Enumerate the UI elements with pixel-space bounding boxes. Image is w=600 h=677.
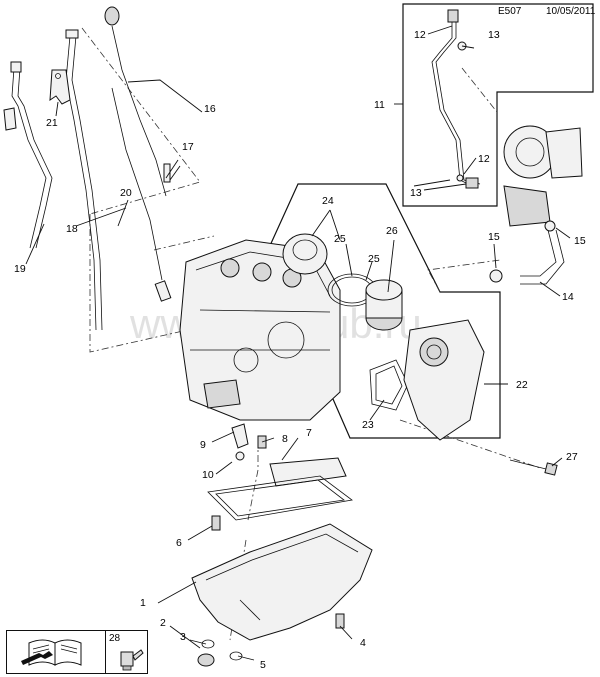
oil-filter-housing-22 [403,319,485,441]
callout-21: 21 [46,117,58,129]
callout-1: 1 [140,597,146,609]
callout-7: 7 [306,427,312,439]
callout-25b: 25 [368,253,380,265]
dipstick-tube-18 [65,29,103,331]
turbocharger [503,125,583,227]
dash-line-f [399,419,541,469]
engine-block [179,239,341,421]
oil-filter-element-26 [365,279,403,331]
dipstick-tube-19 [3,61,53,249]
oil-level-sensor-9 [231,423,249,461]
callout-3: 3 [180,631,186,643]
bolt-6 [211,515,221,531]
oil-baffle-7 [269,457,347,487]
oil-feed-pipe-11 [431,9,481,189]
gasket-23 [369,359,409,411]
sealant-tube-icon [120,649,144,671]
callout-9: 9 [200,439,206,451]
callout-6: 6 [176,537,182,549]
dash-line-g [247,440,259,521]
callout-15b: 15 [574,235,586,247]
callout-12: 12 [414,29,426,41]
dash-line-e [427,259,501,293]
callout-5: 5 [260,659,266,671]
bracket-21 [49,69,71,105]
callout-18: 18 [66,223,78,235]
oil-filter-cap-24 [282,233,328,275]
callout-12b: 12 [478,153,490,165]
legend-number: 28 [109,633,121,644]
callout-23: 23 [362,419,374,431]
callout-13b: 13 [410,187,422,199]
callout-22: 22 [516,379,528,391]
callout-10: 10 [202,469,214,481]
dipstick-20 [111,87,172,302]
dash-line-c [153,235,215,251]
oil-return-hose-14 [489,220,565,285]
legend-divider [105,631,106,673]
callout-17: 17 [182,141,194,153]
callout-26: 26 [386,225,398,237]
pan-gasket-10 [207,475,353,521]
callout-13: 13 [488,29,500,41]
bolt-27 [509,459,558,476]
callout-14: 14 [562,291,574,303]
drain-plug-2 [197,653,215,667]
dash-line-a [81,27,201,215]
callout-19: 19 [14,263,26,275]
leader-lines [25,25,571,661]
legend-box: 28 [6,630,148,674]
callout-27: 27 [566,451,578,463]
clip-17 [163,163,171,183]
callout-16: 16 [204,103,216,115]
callout-25: 25 [334,233,346,245]
wrench-icon [21,651,53,665]
callout-20: 20 [120,187,132,199]
callout-24: 24 [322,195,334,207]
dipstick-16 [104,6,167,197]
manual-book-icon [21,639,82,666]
diagram-code: E507 [498,6,522,17]
frame-turbo-oil-line [402,3,594,207]
drain-washer-3 [201,639,215,649]
diagram-date: 10/05/2011 [546,6,596,17]
dash-line-d [461,67,498,113]
oil-pan-1 [191,523,373,641]
callout-15: 15 [488,231,500,243]
callout-11: 11 [374,99,385,111]
callout-8: 8 [282,433,288,445]
callout-4: 4 [360,637,366,649]
callout-2: 2 [160,617,166,629]
washer-5 [229,651,243,661]
bolt-4 [335,613,345,629]
